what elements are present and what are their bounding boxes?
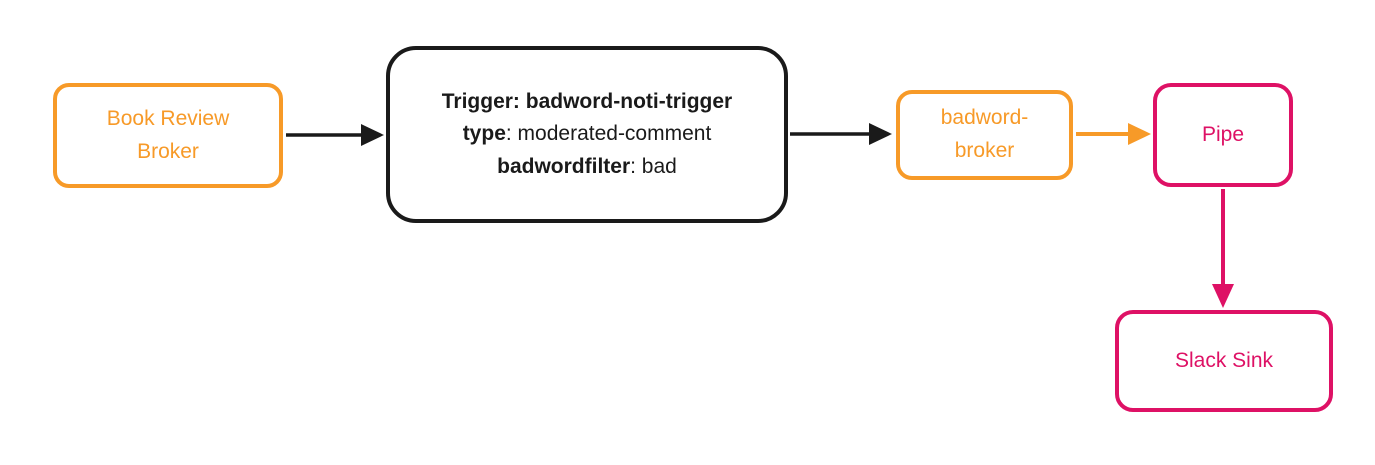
node-slack-sink-label: Slack Sink: [1174, 348, 1274, 372]
arrowhead-pipe-to-slack-sink: [1212, 284, 1234, 308]
trigger-line-type: type: moderated-comment: [442, 118, 732, 151]
node-pipe-label: Pipe: [1201, 122, 1245, 146]
node-slack-sink: Slack Sink: [1115, 310, 1333, 412]
arrowhead-badword-broker-to-pipe: [1128, 123, 1151, 145]
node-badword-broker-label: badword-broker: [940, 106, 1029, 162]
trigger-type-value: : moderated-comment: [505, 122, 712, 146]
trigger-text-block: Trigger: badword-noti-trigger type: mode…: [442, 86, 732, 184]
node-badword-broker: badword-broker: [896, 90, 1073, 180]
trigger-filter-value: : bad: [630, 154, 677, 178]
arrowhead-book-review-broker-to-trigger: [361, 124, 384, 146]
node-pipe: Pipe: [1153, 83, 1293, 187]
node-book-review-broker: Book Review Broker: [53, 83, 283, 188]
trigger-name-text: Trigger: badword-noti-trigger: [441, 89, 733, 113]
node-book-review-broker-label: Book Review Broker: [106, 106, 230, 163]
node-trigger: Trigger: badword-noti-trigger type: mode…: [386, 46, 788, 223]
trigger-line-filter: badwordfilter: bad: [442, 151, 732, 184]
arrowhead-trigger-to-badword-broker: [869, 123, 892, 145]
trigger-line-name: Trigger: badword-noti-trigger: [442, 86, 732, 119]
trigger-type-key: type: [462, 122, 506, 146]
trigger-filter-key: badwordfilter: [497, 154, 631, 178]
